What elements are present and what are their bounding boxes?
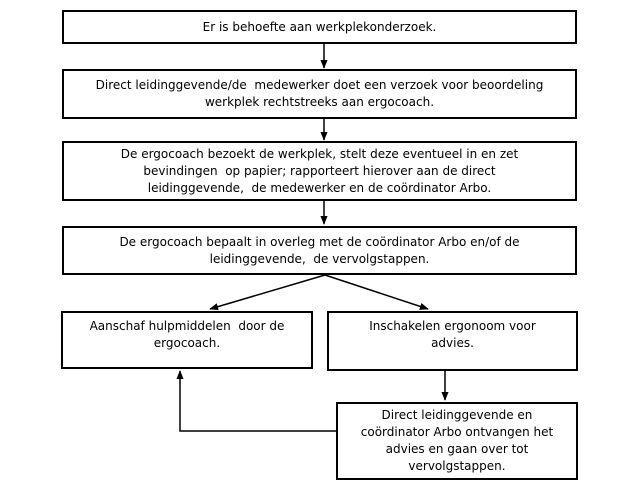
arrow-decision-to-purchase [209,274,326,311]
flow-step-advice-follow-up: Direct leidinggevende en coördinator Arb… [336,402,578,480]
flow-step-request-to-ergocoach: Direct leidinggevende/de medewerker doet… [62,69,577,119]
arrow-advice-to-purchase-elbow [176,370,336,432]
flow-step-purchase-aids: Aanschaf hulpmiddelen door de ergocoach. [61,311,313,369]
flow-step-engage-ergonomist: Inschakelen ergonoom voor advies. [327,311,578,371]
arrow-decision-to-ergonomist [324,274,429,310]
flow-step-ergocoach-decision: De ergocoach bepaalt in overleg met de c… [62,226,577,275]
flow-step-ergocoach-visit: De ergocoach bezoekt de werkplek, stelt … [62,141,577,201]
flow-step-need-for-research: Er is behoefte aan werkplekonderzoek. [62,10,577,44]
